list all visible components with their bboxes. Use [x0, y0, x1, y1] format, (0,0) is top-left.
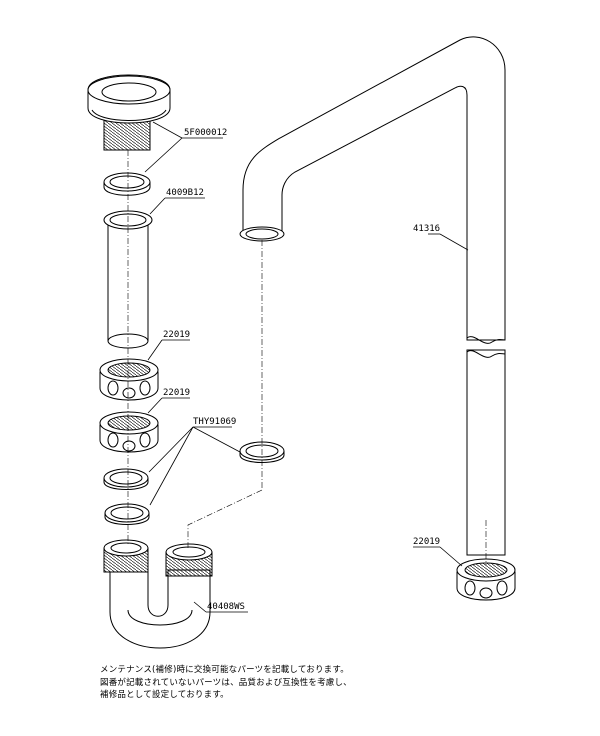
outlet-pipe	[239, 36, 506, 556]
label-nut-lower: 22019	[163, 388, 190, 398]
assembly-lines	[127, 150, 487, 565]
maintenance-note: メンテナンス(補修)時に交換可能なパーツを記載しております。 図番が記載されてい…	[100, 664, 520, 702]
gasket-ring-top	[103, 172, 151, 196]
label-gasket-top: 4009B12	[166, 188, 204, 198]
packing-ring-1	[103, 468, 149, 490]
leader-lines	[144, 121, 469, 613]
label-nut-upper: 22019	[163, 330, 190, 340]
packing-ring-2	[104, 503, 150, 525]
label-trap: 40408WS	[207, 602, 245, 612]
label-outlet-pipe: 41316	[413, 224, 440, 234]
slip-nut-right	[456, 558, 516, 601]
slip-nut-upper	[99, 358, 159, 401]
label-packing-group: THY91069	[193, 417, 236, 427]
p-trap	[103, 539, 213, 649]
label-drain-fitting: 5F000012	[184, 128, 227, 138]
label-nut-right: 22019	[413, 537, 440, 547]
note-line-1: メンテナンス(補修)時に交換可能なパーツを記載しております。	[100, 665, 349, 675]
note-line-2: 図番が記載されていないパーツは、品質および互換性を考慮し、	[100, 677, 352, 688]
drain-fitting	[87, 74, 171, 151]
note-line-3: 補修品として設定しております。	[100, 690, 229, 700]
slip-nut-lower	[99, 411, 159, 453]
